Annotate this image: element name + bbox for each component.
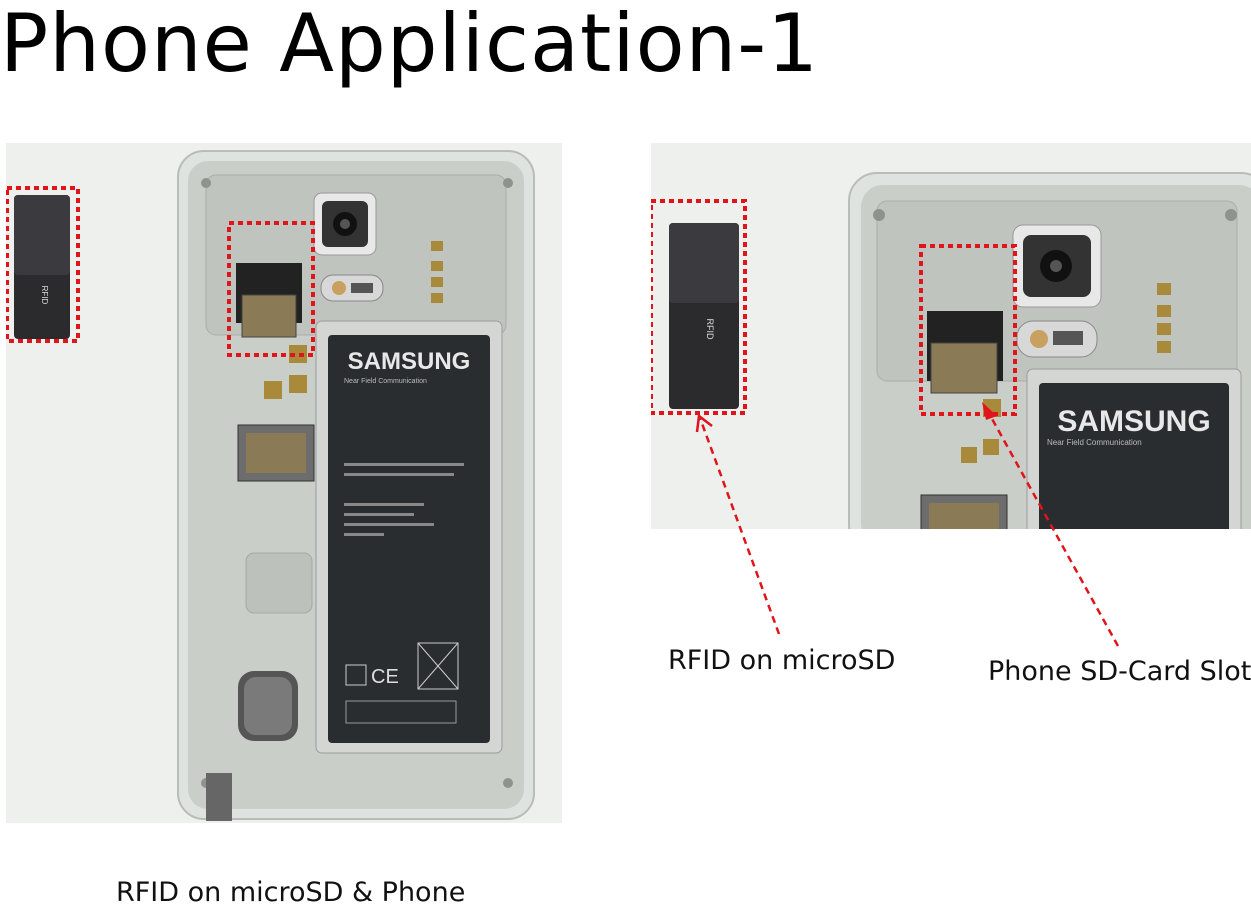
svg-text:CE: CE bbox=[371, 666, 399, 688]
right-phone-photo: SAMSUNG Near Field Communication RFID bbox=[651, 143, 1251, 529]
left-battery-brand: SAMSUNG bbox=[348, 348, 471, 375]
left-card-highlight bbox=[6, 186, 80, 343]
left-battery-subtitle: Near Field Communication bbox=[344, 378, 427, 385]
right-card-highlight bbox=[651, 199, 747, 415]
bottom-caption: RFID on microSD & Phone bbox=[116, 877, 466, 908]
slot-label: Phone SD-Card Slot bbox=[988, 656, 1251, 687]
right-slot-highlight bbox=[919, 244, 1017, 416]
left-phone-photo: SAMSUNG Near Field Communication CE RFID bbox=[6, 143, 562, 823]
left-card-label: RFID bbox=[40, 286, 49, 305]
right-battery-subtitle: Near Field Communication bbox=[1047, 438, 1142, 447]
right-battery-brand: SAMSUNG bbox=[1057, 405, 1210, 438]
slot-arrowhead bbox=[982, 402, 997, 420]
page-title: Phone Application-1 bbox=[0, 0, 819, 90]
slot-arrow bbox=[984, 407, 1120, 647]
right-card-label: RFID bbox=[705, 319, 715, 340]
rfid-arrow bbox=[698, 417, 781, 635]
rfid-arrowhead bbox=[695, 413, 713, 433]
rfid-label: RFID on microSD bbox=[668, 645, 896, 676]
